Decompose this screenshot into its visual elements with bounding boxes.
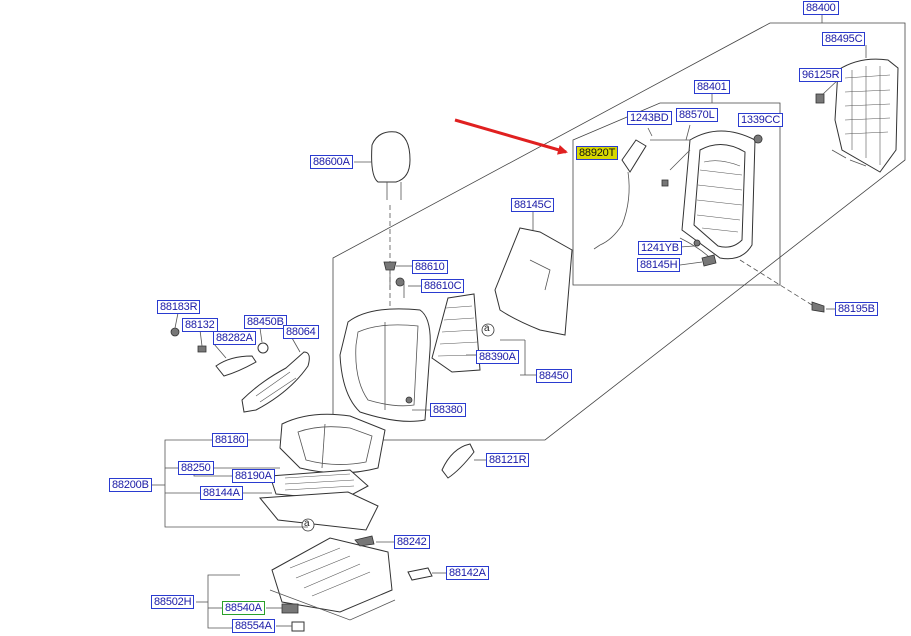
label-88495C[interactable]: 88495C <box>822 32 866 46</box>
label-88121R[interactable]: 88121R <box>486 453 530 467</box>
ref-marker-a-seat: a <box>304 518 310 529</box>
label-88450B[interactable]: 88450B <box>244 315 287 329</box>
label-88570L[interactable]: 88570L <box>676 108 718 122</box>
label-1339CC[interactable]: 1339CC <box>738 113 784 127</box>
label-88920T[interactable]: 88920T <box>576 146 619 160</box>
highlight-arrow <box>454 118 568 155</box>
label-88450[interactable]: 88450 <box>536 369 572 383</box>
back-cushion <box>339 308 431 422</box>
label-88380[interactable]: 88380 <box>430 403 466 417</box>
label-88401[interactable]: 88401 <box>694 80 730 94</box>
label-88190A[interactable]: 88190A <box>232 469 275 483</box>
label-88502H[interactable]: 88502H <box>151 595 195 609</box>
label-88610[interactable]: 88610 <box>412 260 448 274</box>
side-airbag-module <box>593 139 691 250</box>
label-88145H[interactable]: 88145H <box>637 258 681 272</box>
label-96125R[interactable]: 96125R <box>799 68 843 82</box>
bolt-88195B <box>811 301 825 313</box>
label-88390A[interactable]: 88390A <box>476 350 519 364</box>
label-88250[interactable]: 88250 <box>178 461 214 475</box>
label-1241YB[interactable]: 1241YB <box>638 241 682 255</box>
frame-subassembly-box <box>572 102 781 286</box>
label-88142A[interactable]: 88142A <box>446 566 489 580</box>
label-88400[interactable]: 88400 <box>803 1 839 15</box>
label-88554A[interactable]: 88554A <box>232 619 275 633</box>
ref-marker-a-back: a <box>484 323 490 334</box>
label-88180[interactable]: 88180 <box>212 433 248 447</box>
label-88132[interactable]: 88132 <box>182 318 218 332</box>
bolt-88183R <box>170 327 180 337</box>
screw-88132 <box>197 345 207 353</box>
headrest <box>371 131 411 200</box>
seat-track-frame <box>269 535 396 621</box>
label-88200B[interactable]: 88200B <box>109 478 152 492</box>
label-88540A[interactable]: 88540A <box>222 601 265 615</box>
label-88183R[interactable]: 88183R <box>157 300 201 314</box>
label-88600A[interactable]: 88600A <box>310 155 353 169</box>
label-1243BD[interactable]: 1243BD <box>627 111 672 125</box>
seat-cushion <box>279 413 386 474</box>
back-cover-panel <box>815 58 899 173</box>
label-88610C[interactable]: 88610C <box>421 279 465 293</box>
recliner-lever <box>215 355 257 377</box>
side-shield <box>241 351 310 413</box>
label-88145C[interactable]: 88145C <box>511 198 555 212</box>
seat-heater-mat <box>258 469 379 531</box>
side-cover <box>441 443 475 479</box>
label-88064[interactable]: 88064 <box>283 325 319 339</box>
back-frame <box>679 130 763 267</box>
headrest-guide <box>383 261 397 271</box>
label-88282A[interactable]: 88282A <box>213 331 256 345</box>
recliner-knob <box>257 342 269 354</box>
label-88144A[interactable]: 88144A <box>200 486 243 500</box>
sensor-88554A <box>291 621 305 632</box>
label-88242[interactable]: 88242 <box>394 535 430 549</box>
module-88540A <box>281 603 299 614</box>
lumbar-support <box>431 293 481 373</box>
headrest-guide-cover <box>395 277 405 287</box>
back-pad <box>494 227 573 336</box>
switch-88142A <box>407 567 433 581</box>
label-88195B[interactable]: 88195B <box>835 302 878 316</box>
